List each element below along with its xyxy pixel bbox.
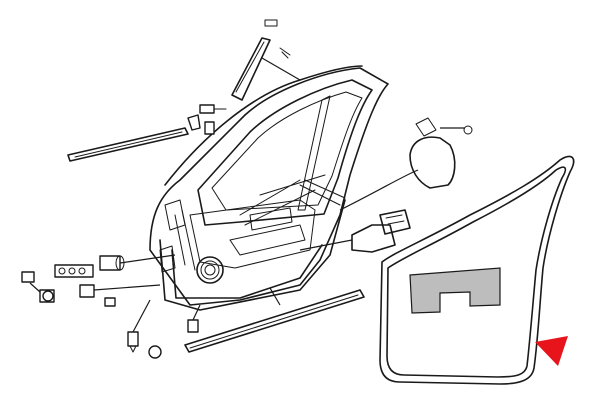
fastener-icon [21,254,176,307]
door-seal-icon [379,155,575,385]
window-trim-icon [231,19,301,101]
mirror-cover-icon [339,117,473,211]
lower-molding-icon [184,289,365,353]
handle-parts-icon [299,209,411,253]
pointer-arrow-icon [535,336,568,366]
clip-icon [127,104,281,359]
molding-strip-icon [67,127,189,162]
door-shell-icon [149,65,389,311]
